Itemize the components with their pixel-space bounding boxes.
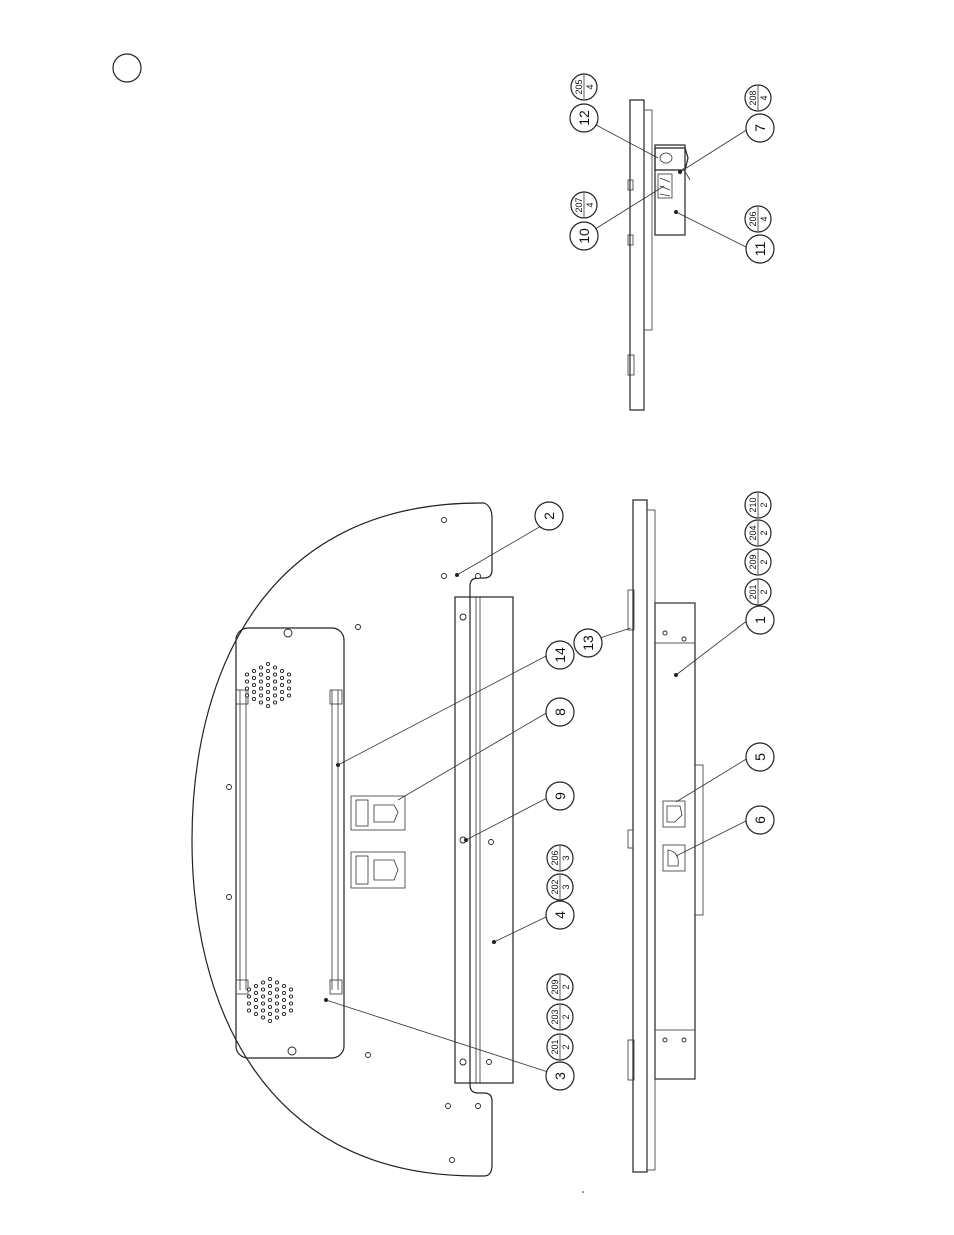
print-mark <box>582 1191 584 1193</box>
callout-label: 6 <box>752 816 768 824</box>
callout-label: 4 <box>552 911 568 919</box>
hardware-quantity: 4 <box>585 84 595 89</box>
hardware-part-number: 201 <box>748 584 758 599</box>
hardware-part-number: 208 <box>748 90 758 105</box>
hardware-quantity: 2 <box>561 1014 571 1019</box>
hardware-part-number: 206 <box>748 211 758 226</box>
decal-6 <box>663 845 685 871</box>
callout-14: 14 <box>546 641 574 669</box>
callout-10: 10 <box>570 222 598 250</box>
hardware-part-number: 209 <box>748 554 758 569</box>
grille-perforations-bottom <box>247 977 292 1022</box>
decal-9 <box>351 852 405 888</box>
callout-2: 2 <box>535 502 563 530</box>
callout-label: 9 <box>552 792 568 800</box>
hardware-part-number: 201 <box>550 1039 560 1054</box>
callout-13: 13 <box>574 629 602 657</box>
leader-lines <box>324 118 748 1072</box>
hardware-part-number: 204 <box>748 525 758 540</box>
hardware-quantity: 4 <box>759 216 769 221</box>
hardware-quantity: 2 <box>561 1044 571 1049</box>
hardware-part-number: 209 <box>550 979 560 994</box>
hardware-quantity: 2 <box>561 984 571 989</box>
hardware-quantity: 4 <box>759 95 769 100</box>
callout-label: 12 <box>576 110 592 126</box>
callout-label: 1 <box>752 616 768 624</box>
grille-perforations-top <box>245 662 290 707</box>
callout-1: 1 <box>746 606 774 634</box>
plate-holes <box>227 518 494 1163</box>
hardware-part-number: 207 <box>574 197 584 212</box>
callout-label: 14 <box>552 647 568 663</box>
hardware-part-number: 205 <box>574 79 584 94</box>
callout-11: 11 <box>746 235 774 263</box>
callout-4: 4 <box>546 901 574 929</box>
callout-9: 9 <box>546 782 574 810</box>
hardware-quantity: 4 <box>585 202 595 207</box>
callout-label: 13 <box>580 635 596 651</box>
callout-3: 3 <box>546 1062 574 1090</box>
hardware-quantity: 2 <box>759 502 769 507</box>
hardware-part-number: 202 <box>550 879 560 894</box>
hardware-quantity: 3 <box>561 884 571 889</box>
plate-outline <box>192 503 492 1176</box>
hardware-part-number: 203 <box>550 1009 560 1024</box>
callout-label: 7 <box>752 124 768 132</box>
view-indicator-circle <box>113 54 141 82</box>
callout-label: 5 <box>752 753 768 761</box>
hardware-quantity: 2 <box>759 559 769 564</box>
callout-label: 3 <box>552 1072 568 1080</box>
callout-5: 5 <box>746 743 774 771</box>
callout-8: 8 <box>546 698 574 726</box>
hardware-quantity: 3 <box>561 855 571 860</box>
edge-view <box>628 100 690 410</box>
callout-label: 11 <box>752 242 768 257</box>
hardware-quantity: 2 <box>759 589 769 594</box>
hardware-quantity: 2 <box>759 530 769 535</box>
callout-6: 6 <box>746 806 774 834</box>
callout-12: 12 <box>570 104 598 132</box>
callout-label: 2 <box>541 512 557 520</box>
callout-label: 8 <box>552 708 568 716</box>
callout-7: 7 <box>746 114 774 142</box>
hardware-part-number: 210 <box>748 497 758 512</box>
hardware-part-number: 206 <box>550 850 560 865</box>
decal-8 <box>351 796 405 830</box>
side-view <box>628 500 703 1172</box>
callout-label: 10 <box>576 228 592 244</box>
